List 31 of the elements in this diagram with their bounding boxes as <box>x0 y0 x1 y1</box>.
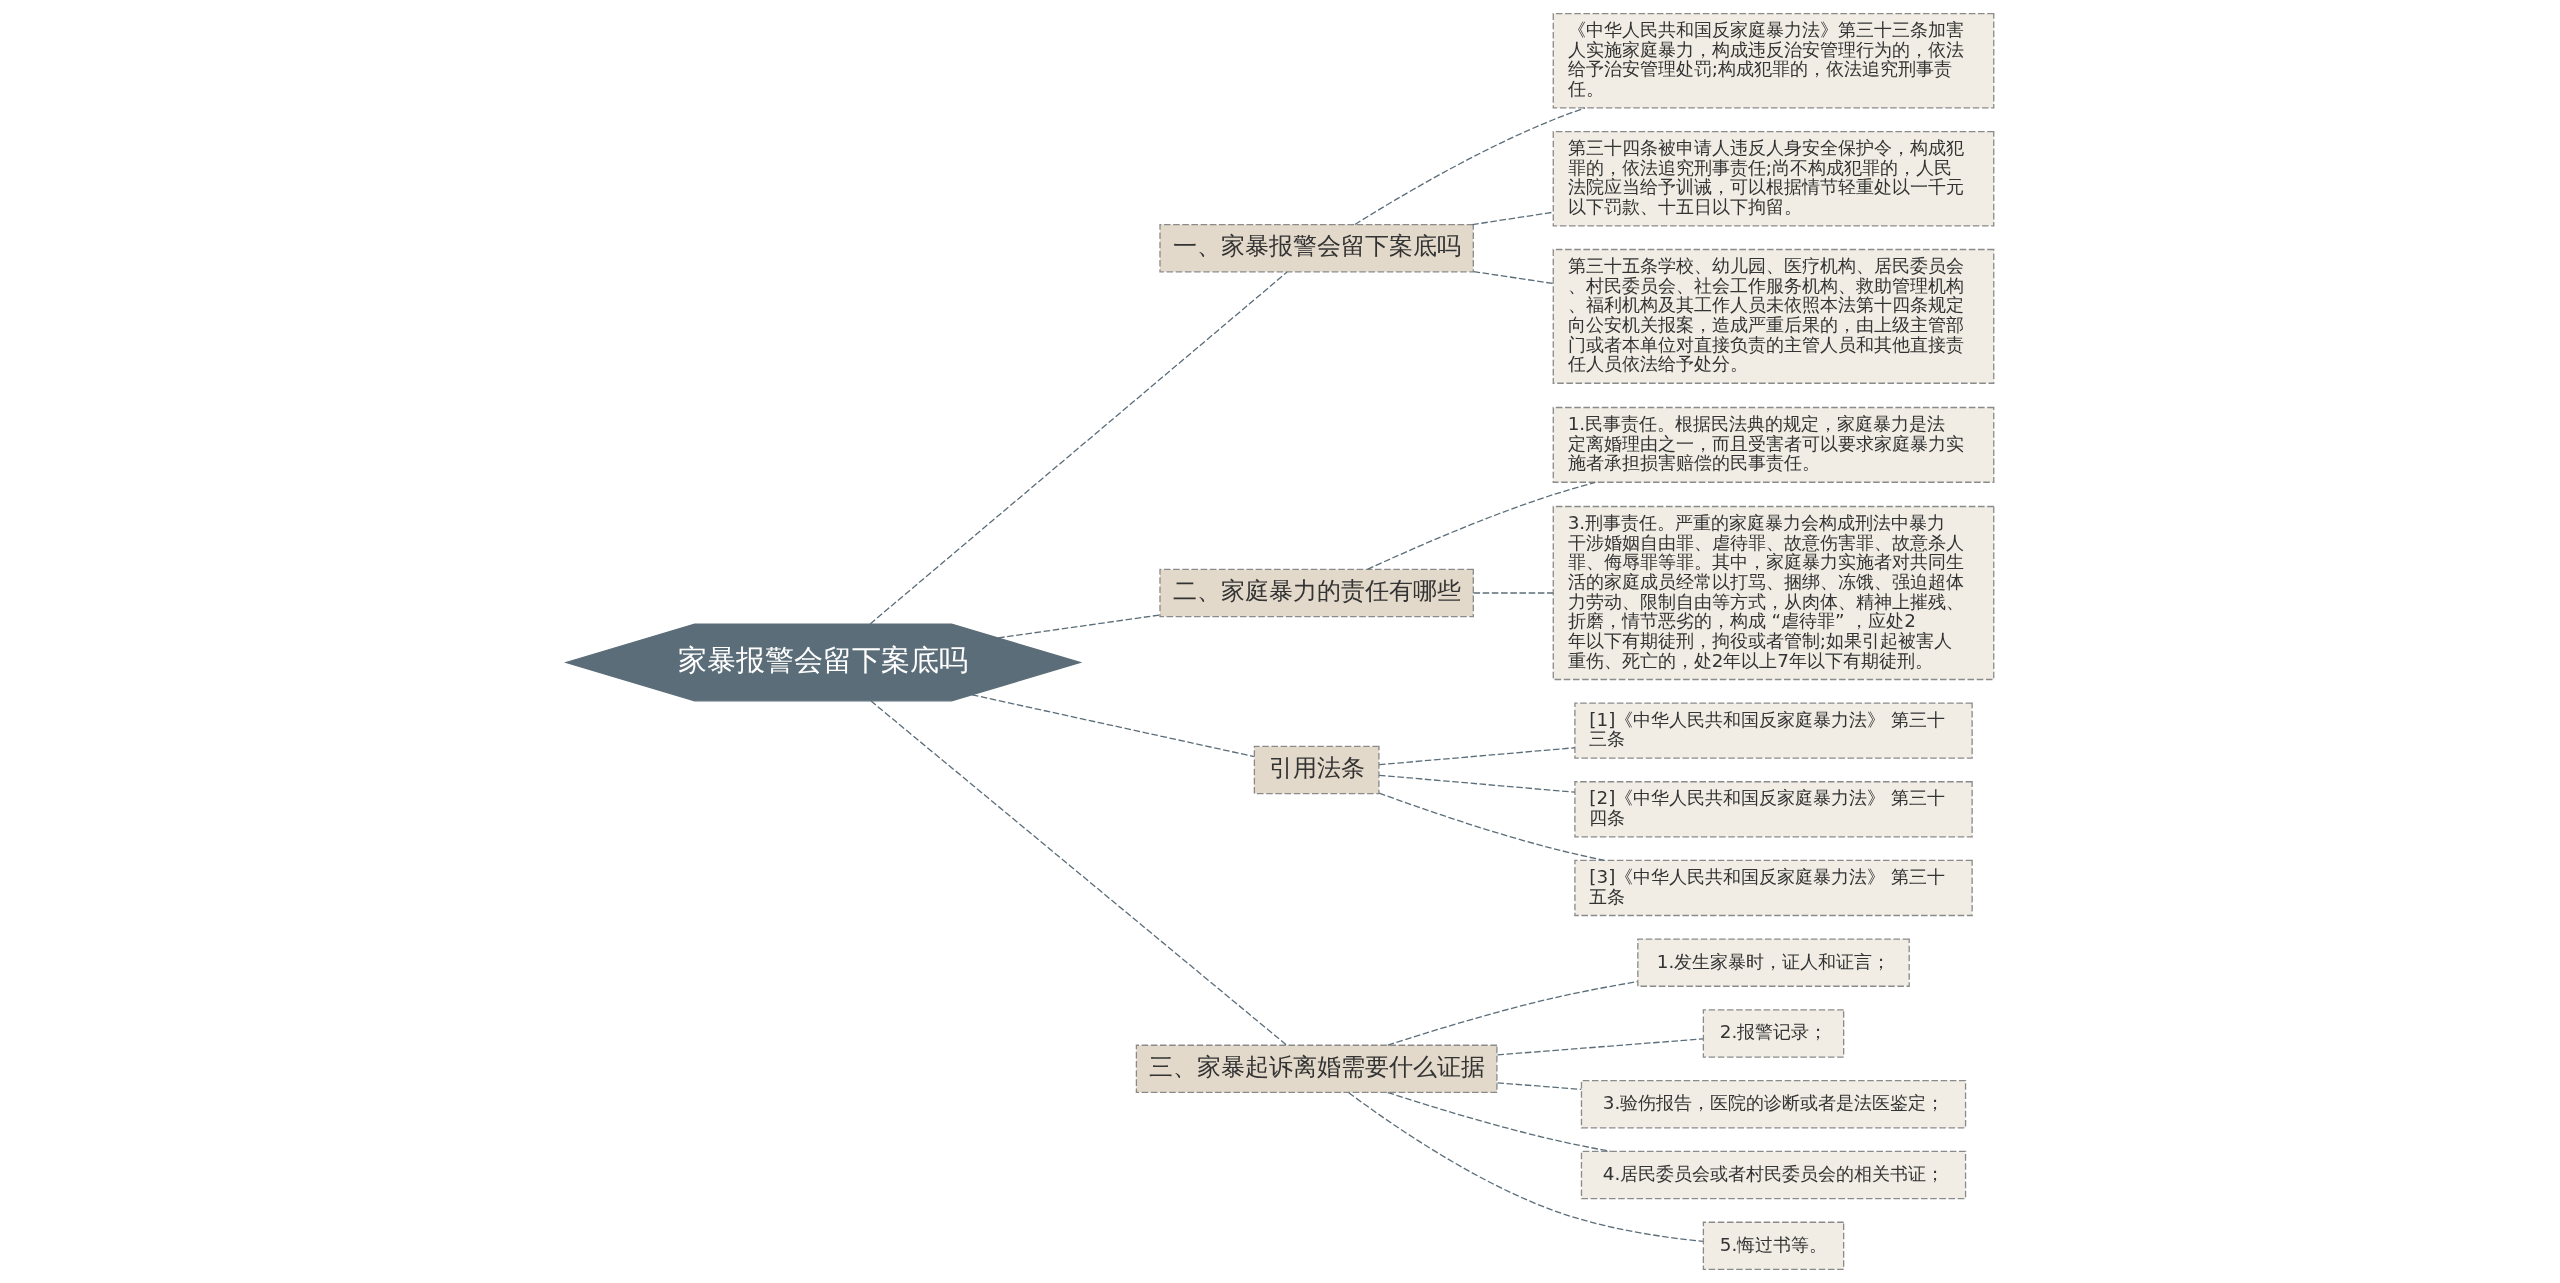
node-box: 《中华人民共和国反家庭暴力法》第三十三条加害人实施家庭暴力，构成违反治安管理行为的，依法给予治安管理处罚;构成犯罪的，依法追究刑事责任。 <box>1552 12 1995 109</box>
node-box: 第三十五条学校、幼儿园、医疗机构、居民委员会、村民委员会、社会工作服务机构、救助管理机构、福利机构及其工作人员未依照本法第十四条规定向公安机关报案，造成严重后果的，由上级主管部门或者本单位对直接负责的主管人员和其他直接责任人员依法给予处分。 <box>1552 248 1995 384</box>
node-box: 三、家暴起诉离婚需要什么证据 <box>1135 1044 1498 1094</box>
node-box: 2.报警记录； <box>1702 1009 1845 1058</box>
node-box: 5.悔过书等。 <box>1702 1221 1845 1271</box>
node-box: 3.验伤报告，医院的诊断或者是法医鉴定； <box>1580 1080 1967 1129</box>
connector <box>971 694 1255 758</box>
node-box: 引用法条 <box>1253 745 1380 795</box>
connector <box>1473 270 1554 285</box>
node-box: 3.刑事责任。严重的家庭暴力会构成刑法中暴力干涉婚姻自由罪、虐待罪、故意伤害罪、故意杀人罪、侮辱罪等罪。其中，家庭暴力实施者对共同生活的家庭成员经常以打骂、捆绑、冻饿、强迫超体力劳动、限制自由等方式，从肉体、精神上摧残、折磨，情节恶劣的，构成 “虐待罪” ，应处2年以下有期徒刑，拘役或者管制;如果引起被害人重伤、死亡的，处2年以上7年以下有期徒刑。 <box>1552 505 1995 681</box>
node-box: [1]《中华人民共和国反家庭暴力法》 第三十三条 <box>1574 702 1973 759</box>
connector <box>1496 1082 1582 1091</box>
connector <box>869 271 1288 625</box>
connector <box>997 614 1161 639</box>
connector <box>1348 1092 1704 1243</box>
connector <box>1378 747 1576 766</box>
node-box: 1.民事责任。根据民法典的规定，家庭暴力是法定离婚理由之一，而且受害者可以要求家庭暴力实施者承担损害赔偿的民事责任。 <box>1552 406 1995 483</box>
connector <box>1378 774 1576 793</box>
node-box: [2]《中华人民共和国反家庭暴力法》 第三十四条 <box>1574 781 1973 838</box>
connector <box>1387 1091 1611 1152</box>
connector <box>1354 107 1586 226</box>
node-box: [3]《中华人民共和国反家庭暴力法》 第三十五条 <box>1574 859 1973 917</box>
node-box: 1.发生家暴时，证人和证言； <box>1637 938 1910 987</box>
node-box: 4.居民委员会或者村民委员会的相关书证； <box>1580 1150 1967 1200</box>
node-box: 二、家庭暴力的责任有哪些 <box>1159 568 1474 618</box>
connector <box>1471 211 1554 226</box>
node-box: 第三十四条被申请人违反人身安全保护令，构成犯罪的，依法追究刑事责任;尚不构成犯罪的，人民法院应当给予训诫，可以根据情节轻重处以一千元以下罚款、十五日以下拘留。 <box>1552 130 1995 227</box>
connector <box>1473 592 1554 594</box>
connector <box>1496 1038 1704 1056</box>
connector <box>870 700 1288 1046</box>
node-box: 一、家暴报警会留下案底吗 <box>1159 223 1474 273</box>
